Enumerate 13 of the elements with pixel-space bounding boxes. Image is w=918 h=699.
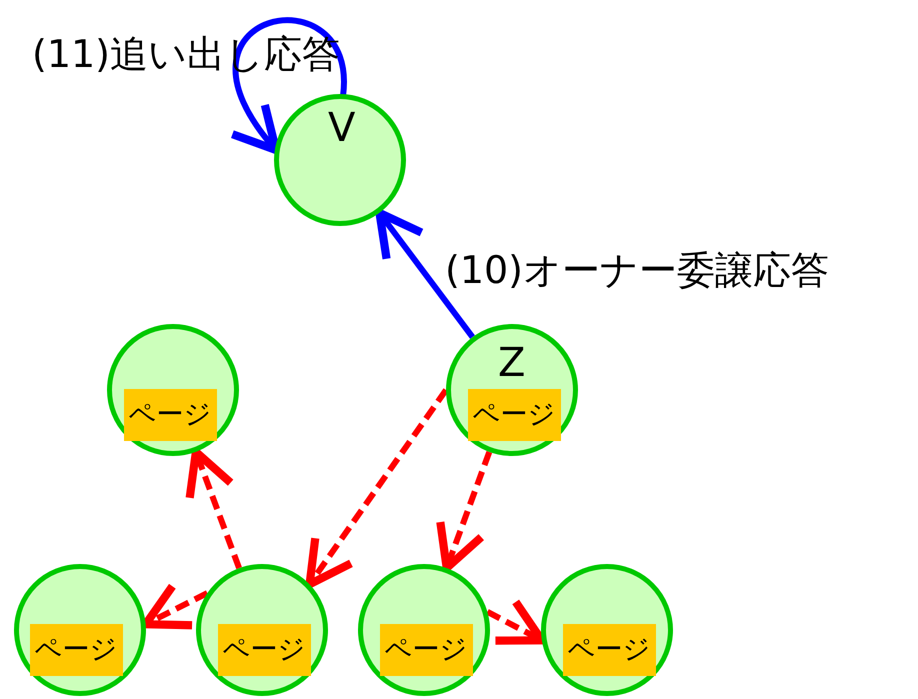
page-label: ページ — [562, 624, 656, 676]
node-name: V — [328, 108, 356, 148]
page-label: ページ — [218, 624, 310, 676]
page-label: ページ — [124, 389, 216, 441]
arrow — [230, 17, 346, 154]
arrow — [375, 208, 475, 339]
node-name: Z — [498, 343, 526, 383]
page-label: ページ — [30, 624, 122, 676]
page-label: ページ — [380, 624, 472, 676]
arrow — [306, 388, 448, 588]
page-label: ページ — [468, 389, 560, 441]
arrow — [186, 448, 242, 570]
arrow — [436, 450, 492, 572]
